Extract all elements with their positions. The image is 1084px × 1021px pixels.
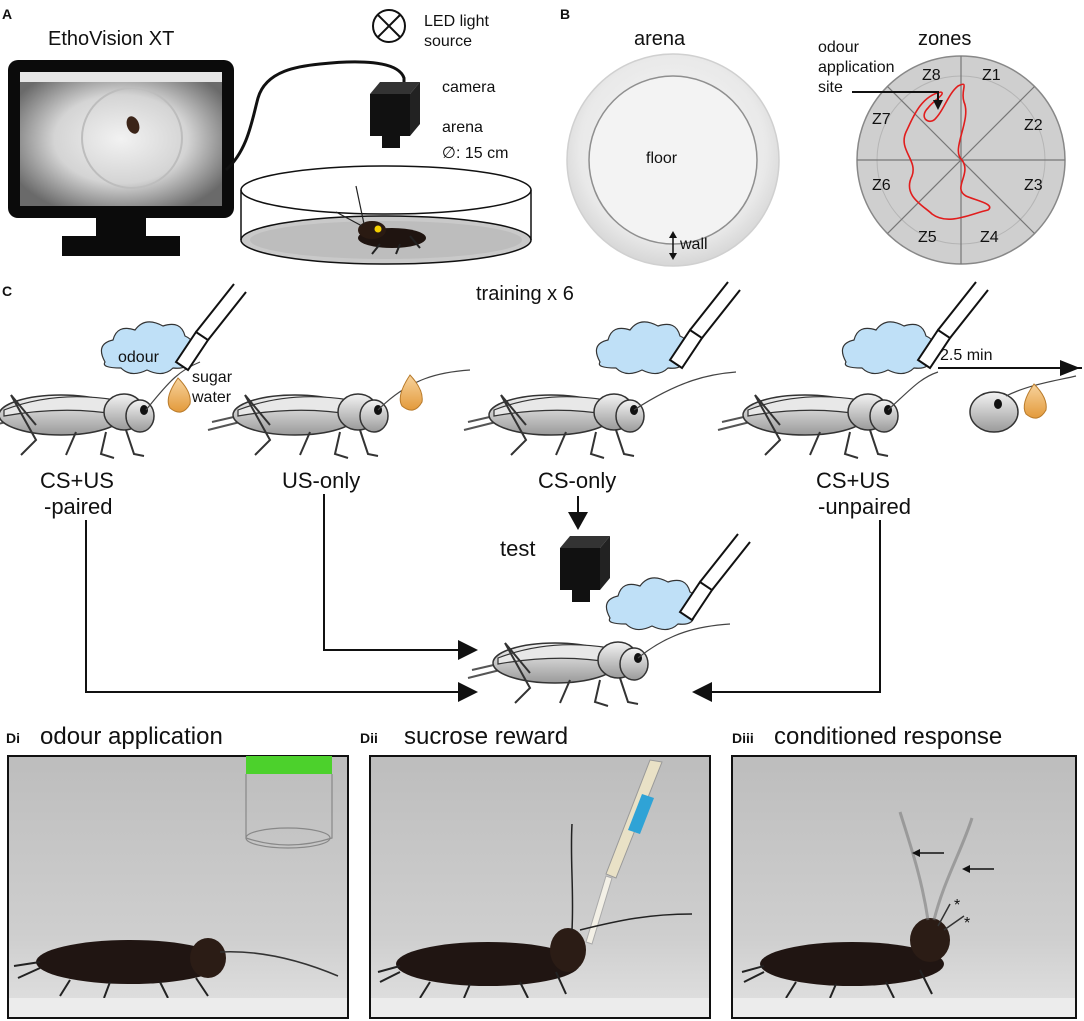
- zone-label-z4: Z4: [980, 229, 999, 246]
- panel-label-diii: Diii: [732, 730, 754, 746]
- delay-label: 2.5 min: [940, 347, 992, 364]
- cricket-unpaired-icon: [717, 393, 899, 459]
- panel-label-b: B: [560, 6, 570, 22]
- panel-a: A EthoVision XT LED light source camera …: [2, 6, 532, 265]
- dii-title: sucrose reward: [404, 723, 568, 750]
- zone-label-z8: Z8: [922, 67, 941, 84]
- panel-label-di: Di: [6, 730, 20, 746]
- led-light-source-icon: [372, 9, 406, 43]
- cricket-photo-dii: [377, 823, 693, 999]
- monitor-icon: [8, 60, 234, 256]
- arena-dish: [240, 165, 532, 265]
- zone-label-z1: Z1: [982, 67, 1001, 84]
- zone-label-z5: Z5: [918, 229, 937, 246]
- group-paired-line1: CS+US: [40, 468, 114, 493]
- wall-arrow-icon: [669, 231, 677, 260]
- led-label-line1: LED light: [424, 13, 489, 30]
- arrow-antenna-right-icon: [962, 865, 994, 873]
- group-cs-only: CS-only: [538, 468, 616, 493]
- arena-label: arena: [442, 119, 483, 136]
- pipette-paired-icon: [175, 283, 247, 371]
- arena-title: arena: [634, 28, 686, 50]
- photo-sucrose-reward: [369, 755, 711, 1019]
- sugar-drop-unpaired-icon: [1023, 383, 1047, 419]
- cricket-photo-di: [13, 938, 339, 999]
- sugar-drop-us-only-icon: [399, 374, 423, 411]
- flow-arrows: [85, 494, 881, 702]
- asterisk-lower: *: [964, 915, 970, 932]
- odour-site-label-line2: application: [818, 59, 895, 76]
- cricket-us-only-icon: [207, 393, 389, 459]
- cricket-photo-diii: [741, 811, 974, 999]
- group-unpaired-line2: -unpaired: [818, 494, 911, 519]
- sugar-label-line2: water: [191, 389, 232, 406]
- zone-label-z6: Z6: [872, 177, 891, 194]
- cricket-paired-icon: [0, 393, 155, 459]
- floor-label: floor: [646, 150, 678, 167]
- panel-label-dii: Dii: [360, 730, 378, 746]
- odour-site-label-line1: odour: [818, 39, 860, 56]
- panel-b: B arena zones floor wall Z8 Z1 Z2 Z3 Z: [560, 6, 1066, 267]
- pipette-cs-only-icon: [669, 281, 741, 369]
- photo-conditioned-response: * *: [731, 755, 1077, 1019]
- sugar-drop-paired-icon: [167, 377, 191, 413]
- panel-c: C training x 6 odour sugar water 2.5 min: [0, 281, 1082, 707]
- test-label: test: [500, 536, 535, 561]
- camera-cable: [224, 60, 406, 172]
- group-us-only: US-only: [282, 468, 360, 493]
- camera-icon: [370, 82, 420, 148]
- cricket-head-unpaired-icon: [969, 375, 1077, 433]
- panel-d: Di odour application Dii sucrose reward …: [6, 723, 1077, 1019]
- zone-label-z2: Z2: [1024, 117, 1043, 134]
- odour-cloud-unpaired-icon: [841, 321, 935, 375]
- cricket-in-arena-icon: [335, 185, 426, 255]
- photo-odour-application: [7, 755, 349, 1019]
- diii-title: conditioned response: [774, 723, 1002, 750]
- test-camera-icon: [560, 536, 610, 602]
- odour-cloud-cs-only-icon: [595, 321, 689, 375]
- asterisk-upper: *: [954, 897, 960, 914]
- odour-site-label-line3: site: [818, 79, 843, 96]
- pipette-test-icon: [679, 533, 751, 621]
- di-title: odour application: [40, 723, 223, 750]
- panel-label-c: C: [2, 283, 12, 299]
- cricket-test-icon: [467, 641, 649, 707]
- arena-photo: [566, 53, 780, 267]
- trajectory-path: [903, 83, 991, 220]
- arena-diameter: ∅: 15 cm: [442, 145, 508, 162]
- camera-label: camera: [442, 79, 495, 96]
- wall-label: wall: [679, 236, 708, 253]
- zone-label-z3: Z3: [1024, 177, 1043, 194]
- led-label-line2: source: [424, 33, 472, 50]
- zones-title: zones: [918, 28, 971, 50]
- odour-cloud-label: odour: [118, 349, 160, 366]
- zones-diagram: [856, 55, 1066, 265]
- odour-site-arrow: [852, 91, 939, 102]
- training-label: training x 6: [476, 283, 574, 305]
- sugar-label-line1: sugar: [192, 369, 233, 386]
- group-unpaired-line1: CS+US: [816, 468, 890, 493]
- panel-label-a: A: [2, 6, 12, 22]
- cricket-cs-only-icon: [463, 393, 645, 459]
- software-title: EthoVision XT: [48, 28, 174, 50]
- arrow-antenna-left-icon: [912, 849, 944, 857]
- group-paired-line2: -paired: [44, 494, 112, 519]
- zone-label-z7: Z7: [872, 111, 891, 128]
